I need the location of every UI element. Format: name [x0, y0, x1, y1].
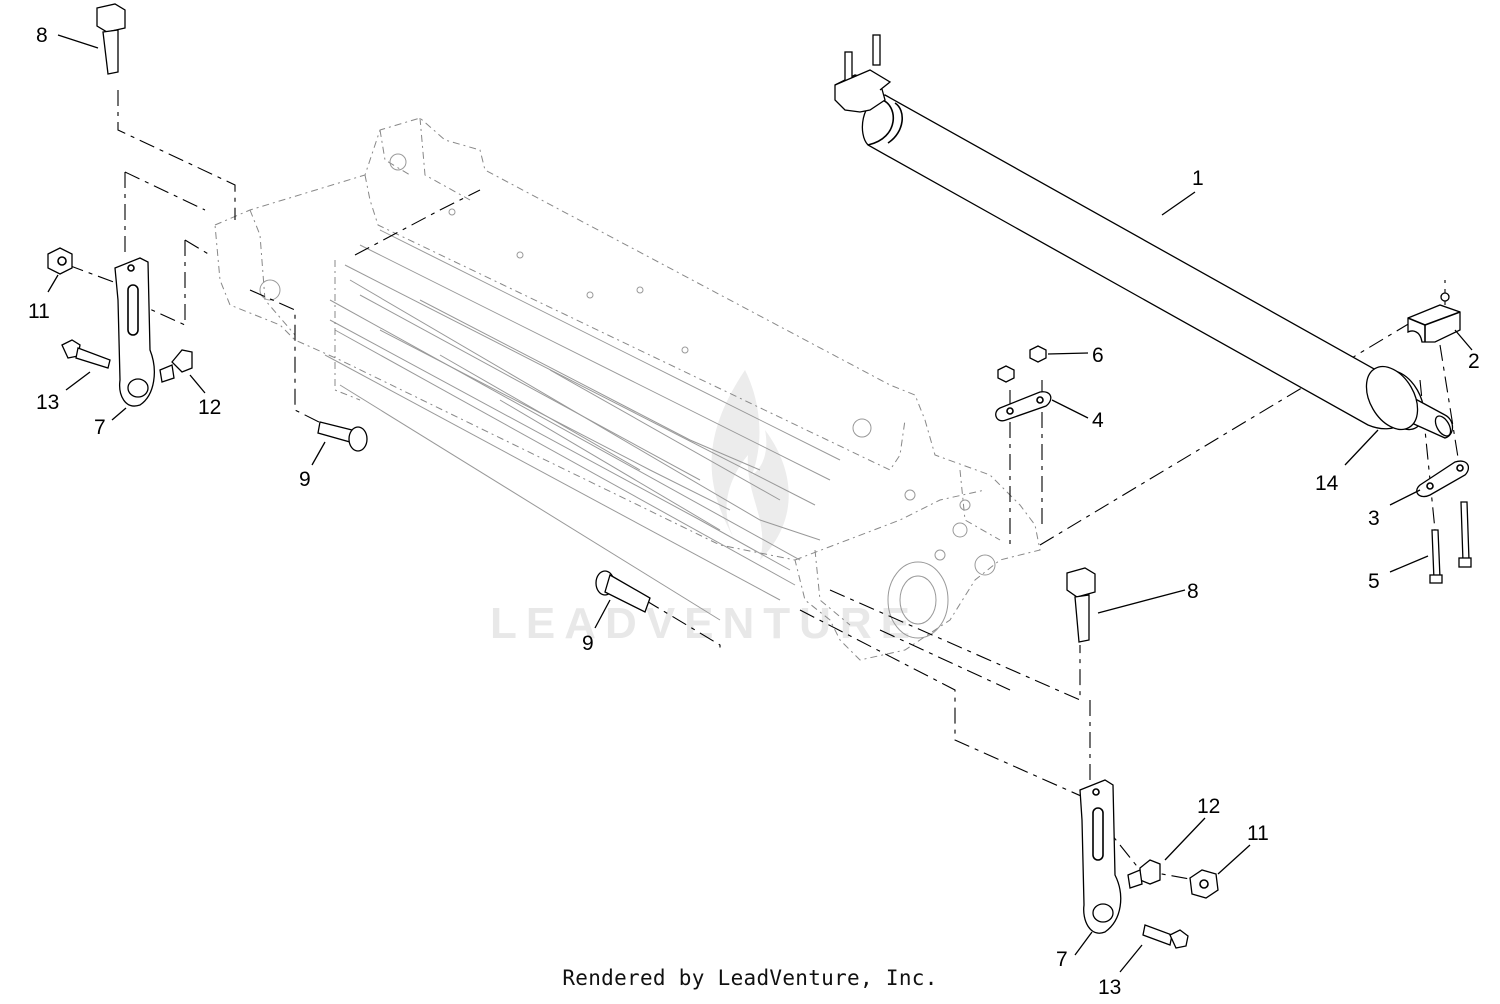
adjuster-arm-part-7-left[interactable] — [114, 257, 155, 407]
callout-12-left: 12 — [198, 396, 221, 419]
fitting-part-12-left[interactable] — [159, 349, 193, 383]
nut-part-6[interactable] — [997, 345, 1047, 383]
reel-blades — [324, 229, 841, 621]
watermark-flame-logo — [711, 370, 789, 560]
clamp-plate-part-3[interactable] — [1416, 460, 1469, 498]
bearing-seal-part-14[interactable] — [1356, 358, 1428, 439]
pin-part-9-left[interactable] — [317, 421, 368, 452]
fitting-part-12-right[interactable] — [1127, 859, 1161, 889]
rendered-by-footer: Rendered by LeadVenture, Inc. — [562, 966, 938, 990]
nut-part-11-left[interactable] — [47, 247, 73, 275]
callout-6: 6 — [1092, 344, 1104, 367]
callout-8-right: 8 — [1187, 580, 1199, 603]
adjuster-arm-part-7-right[interactable] — [1079, 779, 1122, 934]
grease-fitting-part-13-left[interactable] — [61, 339, 111, 369]
callout-9-left: 9 — [299, 468, 311, 491]
callout-8-top-left: 8 — [36, 24, 48, 47]
callout-9-center: 9 — [582, 632, 594, 655]
pin-part-9-center[interactable] — [595, 570, 651, 613]
callout-12-right: 12 — [1197, 795, 1220, 818]
callout-leader-lines — [47, 34, 1473, 973]
plate-part-4[interactable] — [995, 391, 1052, 422]
callout-11-right: 11 — [1247, 822, 1269, 845]
callout-7-left: 7 — [94, 416, 106, 439]
roller-part-1[interactable] — [834, 34, 1454, 439]
callout-7-right: 7 — [1056, 948, 1068, 971]
callout-labels: 8 1 2 6 4 14 3 5 8 11 13 7 12 9 9 12 11 … — [28, 24, 1480, 999]
callout-5: 5 — [1368, 570, 1380, 593]
callout-14: 14 — [1315, 472, 1339, 495]
bolt-part-8-left[interactable] — [96, 3, 126, 75]
callout-13-right: 13 — [1098, 976, 1121, 999]
reel-frame-outline — [214, 117, 1041, 661]
callout-2: 2 — [1468, 350, 1480, 373]
callout-13-left: 13 — [36, 391, 59, 414]
callout-11-left: 11 — [28, 300, 50, 323]
callout-3: 3 — [1368, 507, 1380, 530]
callout-4: 4 — [1092, 409, 1104, 432]
leadventure-watermark: LEADVENTURE — [490, 599, 919, 648]
callout-1: 1 — [1192, 167, 1204, 190]
grease-fitting-part-13-right[interactable] — [1142, 924, 1189, 949]
bolt-part-5[interactable] — [1429, 501, 1472, 584]
nut-part-11-right[interactable] — [1189, 869, 1219, 899]
bearing-clamp-part-2[interactable] — [1407, 292, 1461, 343]
bolt-part-8-right[interactable] — [1066, 567, 1096, 643]
